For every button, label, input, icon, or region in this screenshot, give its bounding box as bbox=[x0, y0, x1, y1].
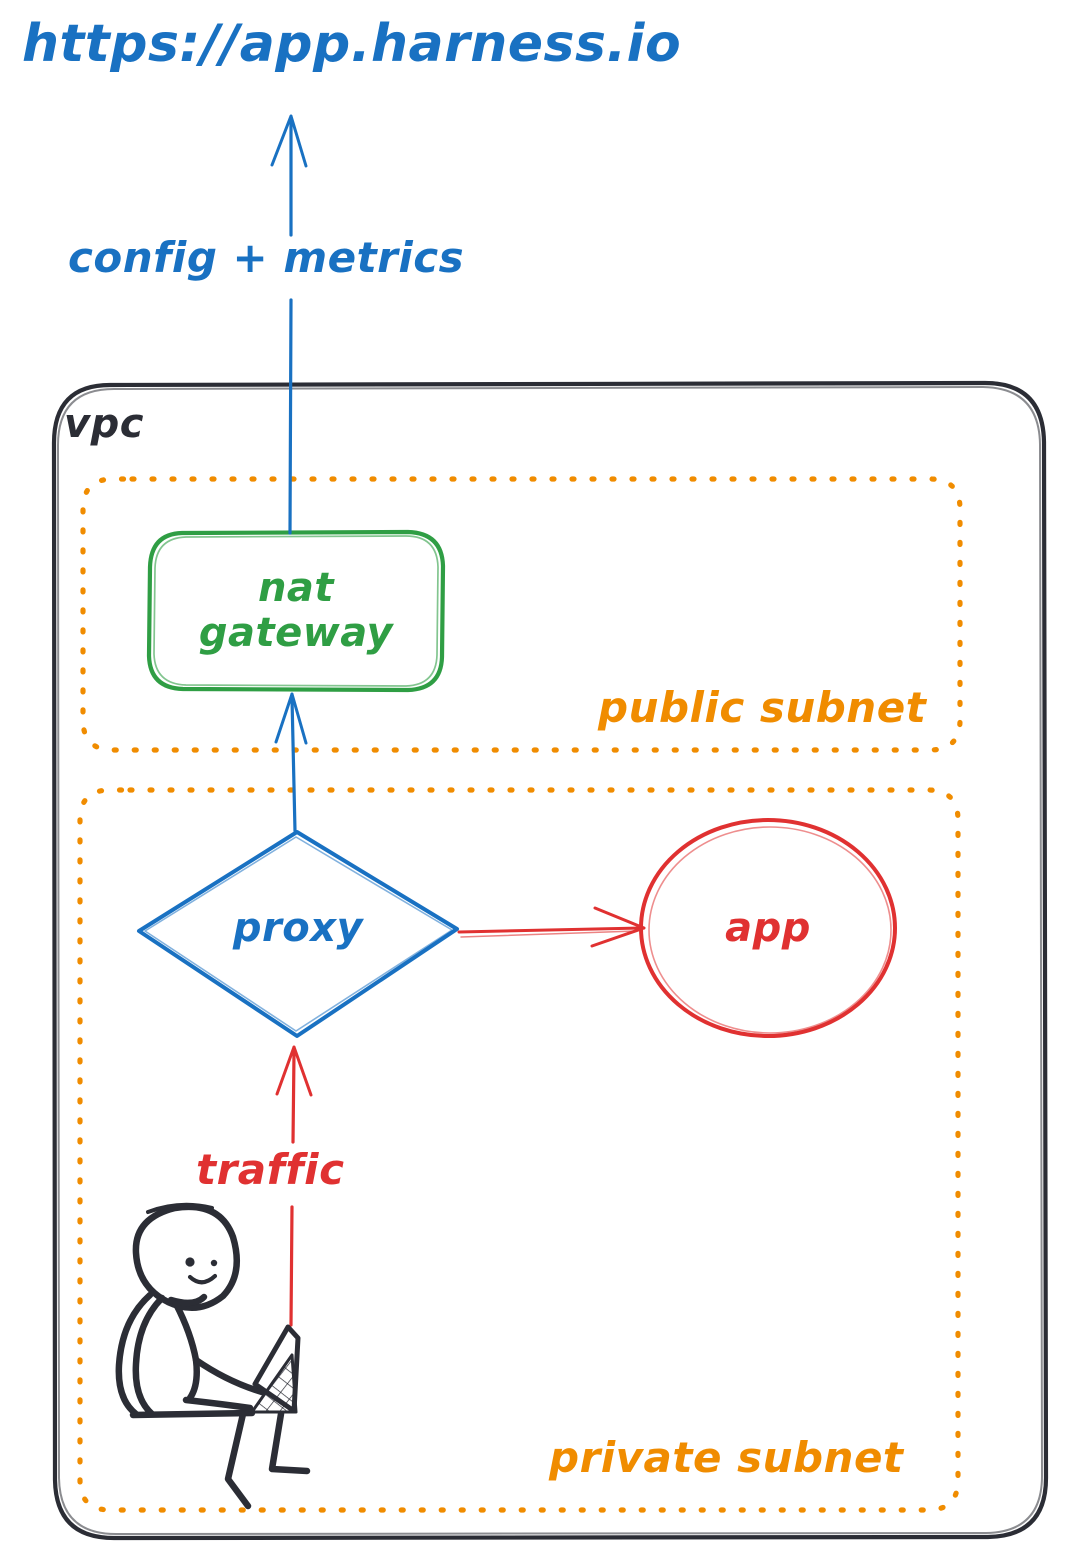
edge-user-to-proxy bbox=[275, 1045, 313, 1327]
nat-gateway-label: nat gateway bbox=[149, 532, 443, 690]
external-endpoint-label: https://app.harness.io bbox=[22, 14, 682, 74]
vpc-container bbox=[51, 380, 1049, 1541]
user-stick-figure bbox=[115, 1202, 311, 1510]
edge-proxy-to-nat bbox=[274, 692, 308, 833]
edge-label-config-metrics: config + metrics bbox=[68, 233, 465, 282]
private-subnet-label: private subnet bbox=[549, 1433, 904, 1482]
proxy-node[interactable] bbox=[137, 830, 459, 1038]
app-label: app bbox=[725, 905, 811, 951]
private-subnet-container bbox=[77, 787, 961, 1513]
edge-proxy-to-app bbox=[457, 906, 646, 948]
public-subnet-label: public subnet bbox=[598, 683, 927, 732]
edge-nat-to-internet bbox=[270, 114, 308, 535]
nat-gateway-label-line2: gateway bbox=[198, 610, 394, 656]
edge-label-traffic: traffic bbox=[196, 1145, 345, 1194]
proxy-label: proxy bbox=[232, 905, 364, 951]
nat-gateway-label-line1: nat bbox=[257, 565, 335, 612]
vpc-label: vpc bbox=[64, 401, 144, 447]
nat-gateway-node[interactable] bbox=[146, 529, 446, 693]
public-subnet-container bbox=[80, 476, 963, 753]
